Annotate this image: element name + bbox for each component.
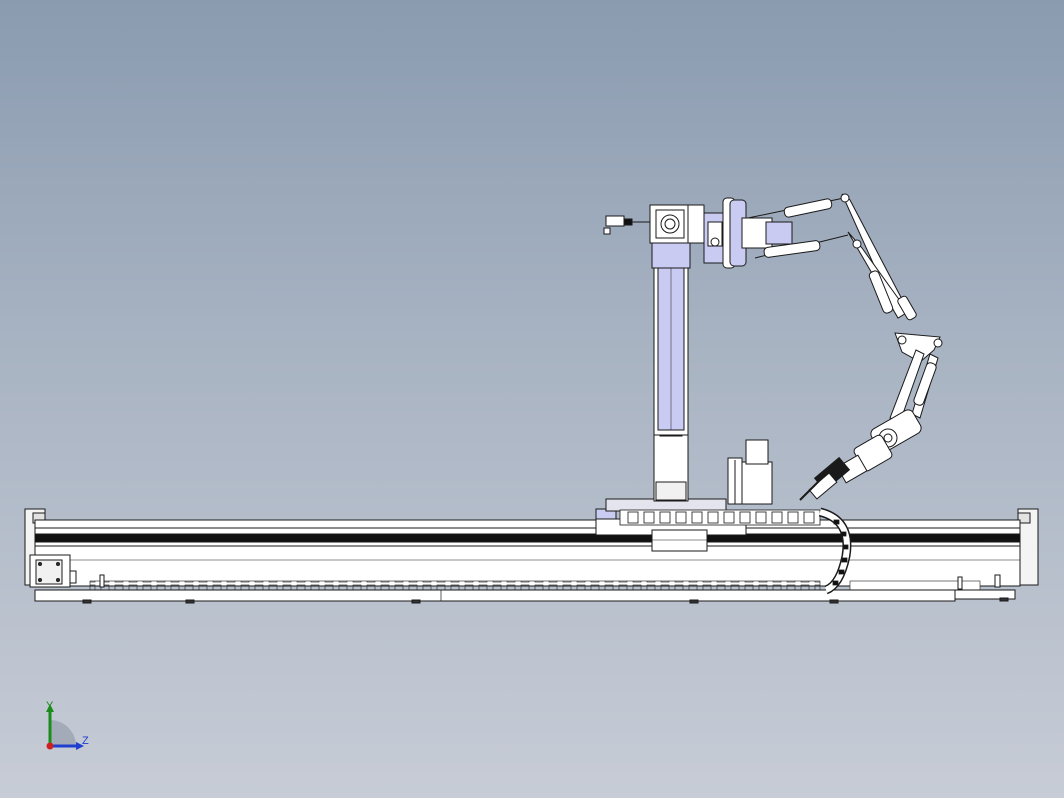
cable-chain xyxy=(619,507,852,595)
triad-y-label: Y xyxy=(46,700,54,712)
robot-arm xyxy=(722,193,943,501)
view-orientation-triad[interactable] xyxy=(38,700,98,756)
y-axis-arrowhead-icon xyxy=(46,704,54,712)
triad-z-label: Z xyxy=(82,735,89,747)
x-axis-origin-icon xyxy=(46,742,54,750)
triad-plane-indicator xyxy=(50,720,76,746)
vertical-column xyxy=(603,204,727,502)
side-module xyxy=(727,439,773,505)
linear-rail-base xyxy=(24,508,1039,604)
z-axis-arrowhead-icon xyxy=(76,742,84,750)
